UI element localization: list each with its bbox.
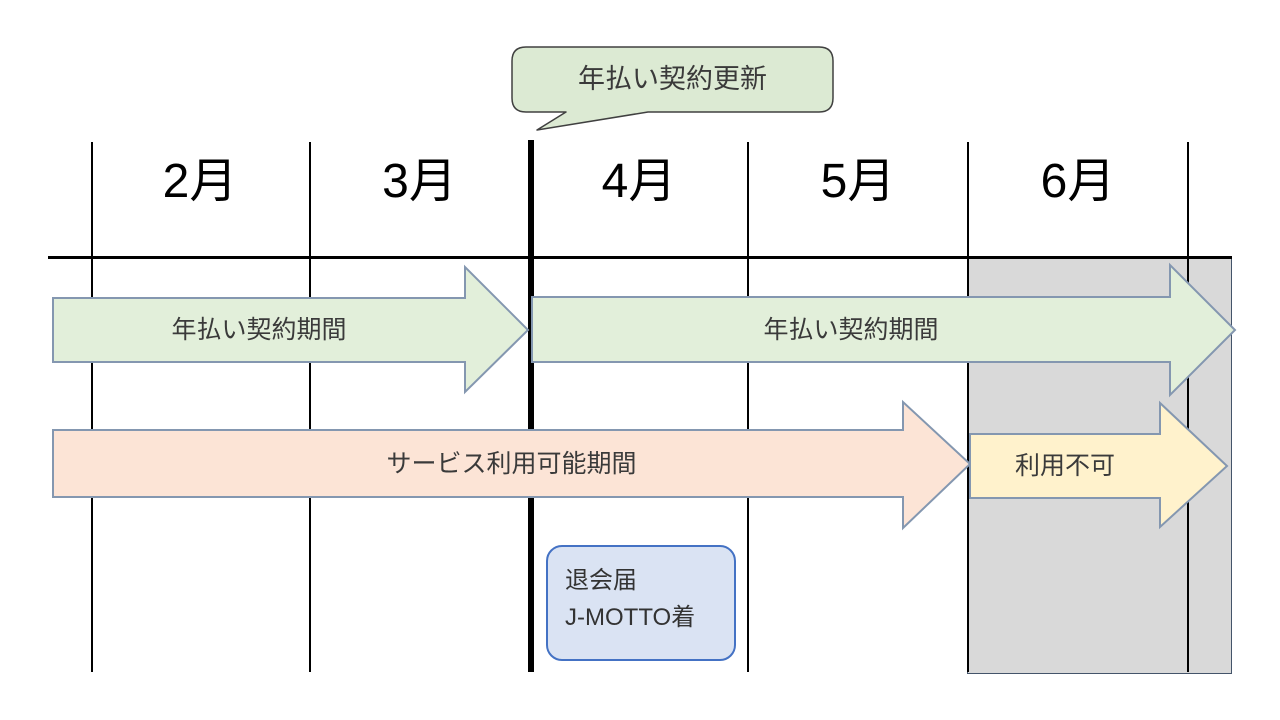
month-label-mar: 3月 [382, 155, 457, 208]
service-available-arrow-label: サービス利用可能期間 [386, 450, 637, 478]
month-label-jun: 6月 [1040, 155, 1116, 208]
month-divider-line [1187, 142, 1189, 672]
month-divider-line [309, 142, 311, 672]
month-label-may: 5月 [820, 155, 896, 208]
service-unavailable-arrow [969, 400, 1229, 530]
renewal-callout-label: 年払い契約更新 [578, 64, 767, 94]
service-available-arrow [52, 399, 972, 531]
withdrawal-note-line1: 退会届 [565, 567, 637, 594]
month-divider-line [91, 142, 93, 672]
month-label-feb: 2月 [162, 155, 238, 208]
month-label-apr: 4月 [601, 155, 677, 208]
renewal-callout-bubble [511, 46, 834, 131]
renewal-boundary-line [528, 140, 534, 672]
withdrawal-note-line2: J-MOTTO着 [565, 604, 696, 631]
contract-period-arrow-1 [52, 264, 530, 395]
withdrawal-note-box: 退会届 J-MOTTO着 [546, 545, 736, 661]
service-unavailable-arrow-label: 利用不可 [1014, 452, 1115, 480]
month-divider-line [967, 142, 969, 672]
header-underline [48, 256, 1232, 259]
month-divider-line [747, 142, 749, 672]
contract-period-arrow-1-label: 年払い契約期間 [171, 316, 347, 344]
contract-period-arrow-2 [531, 262, 1237, 398]
contract-period-arrow-2-label: 年払い契約期間 [763, 316, 939, 344]
